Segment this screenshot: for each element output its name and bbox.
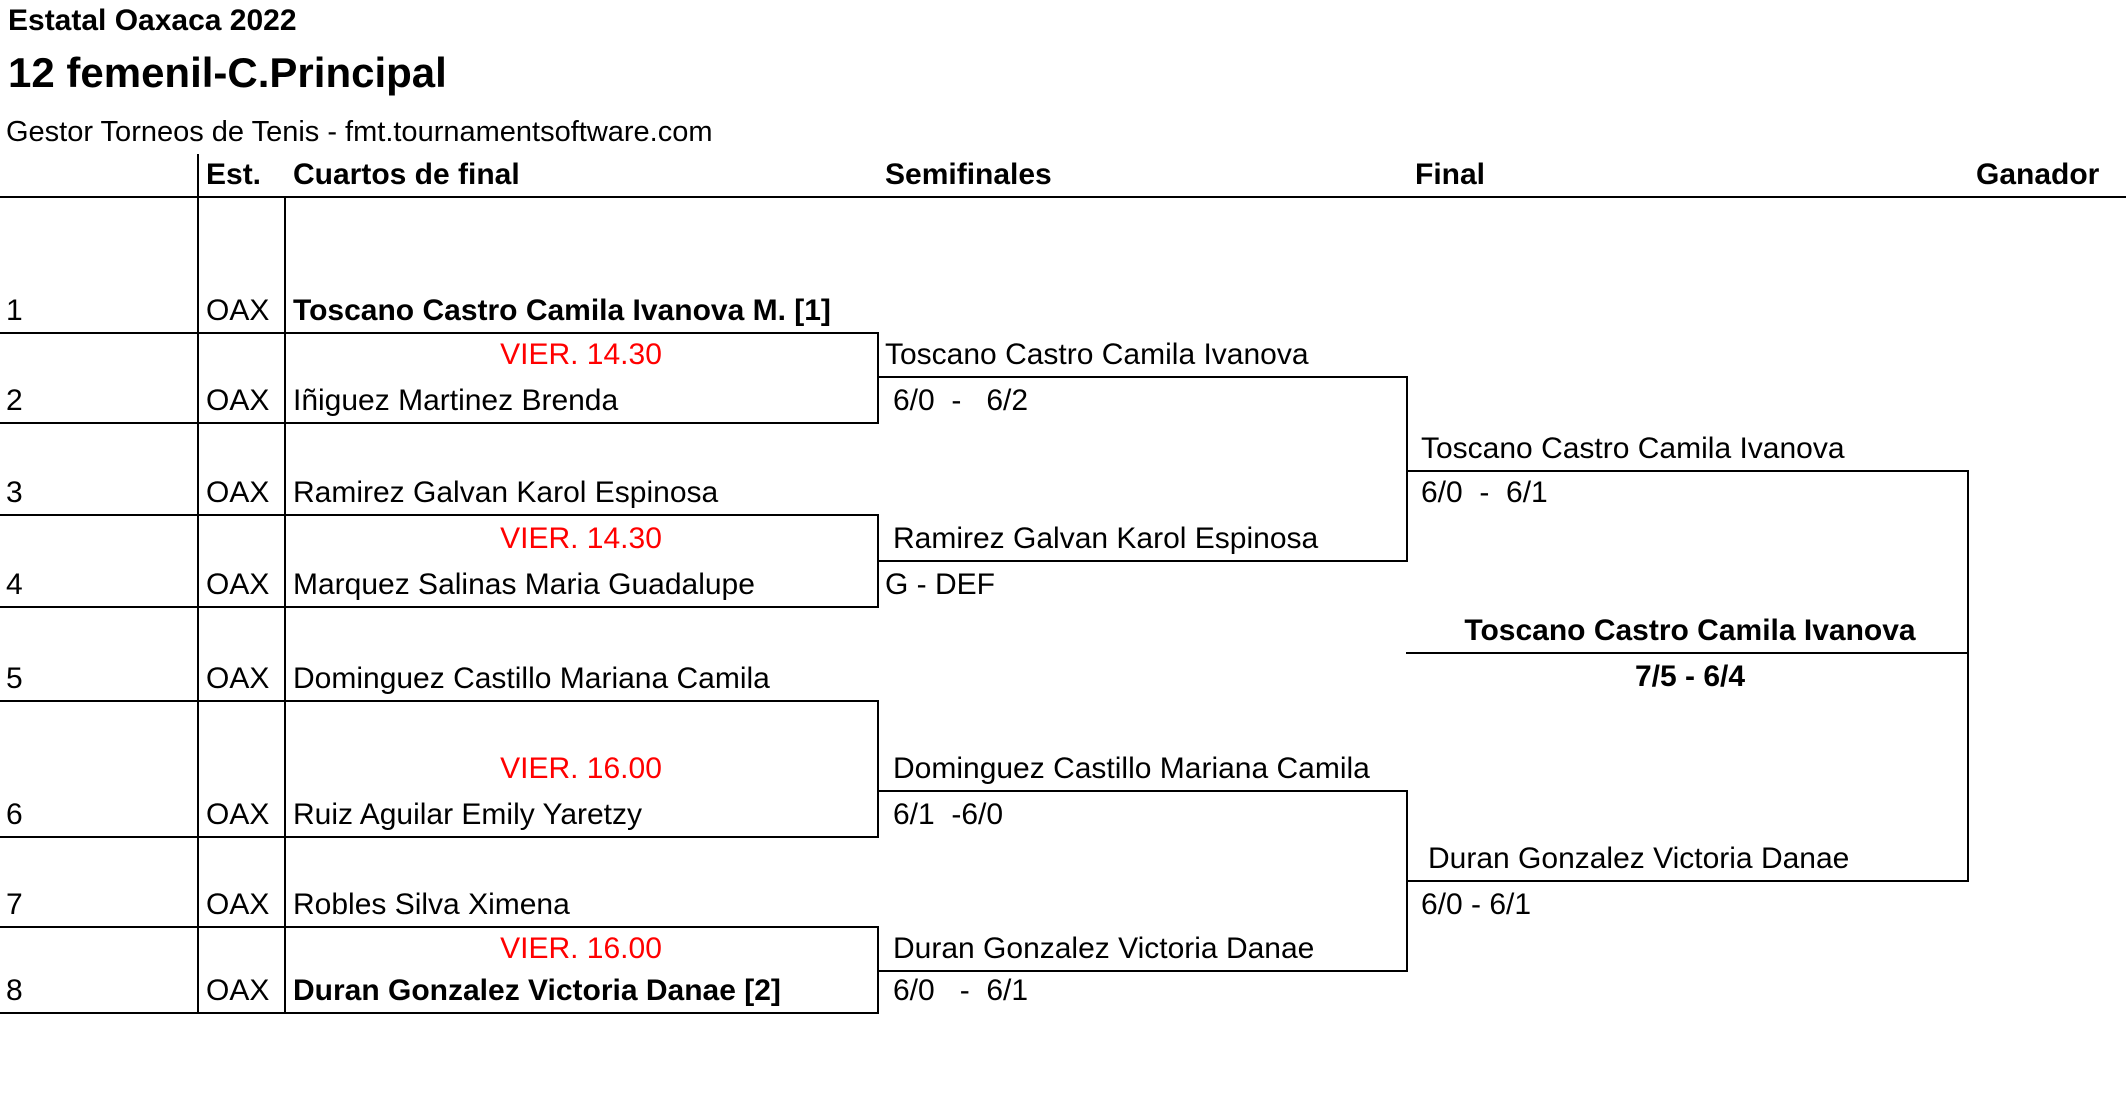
entry-state: OAX [206,384,270,417]
col-semifinals: Semifinales [885,158,1052,191]
entry-state: OAX [206,568,270,601]
final-name: Duran Gonzalez Victoria Danae [1428,842,1850,875]
entry-state: OAX [206,798,270,831]
semifinal-score: G - DEF [885,568,995,601]
winner-name: Toscano Castro Camila Ivanova [1464,614,1916,647]
sf-line [877,970,1408,972]
final-line [1406,470,1969,472]
est-column-rule [197,154,199,1014]
semifinal-name: Dominguez Castillo Mariana Camila [893,752,1370,785]
final-score: 6/0 - 6/1 [1421,888,1532,921]
final-score: 6/0 - 6/1 [1421,476,1548,509]
winner-score: 7/5 - 6/4 [1634,660,1746,693]
col-final: Final [1415,158,1486,191]
entry-number: 3 [6,476,23,509]
row-rule [0,1012,879,1014]
event-title: Estatal Oaxaca 2022 [8,4,297,37]
entry-name: Duran Gonzalez Victoria Danae [2] [293,974,781,1007]
entry-name: Marquez Salinas Maria Guadalupe [293,568,755,601]
col-est: Est. [206,158,262,191]
sf-connector [1406,376,1408,562]
entry-state: OAX [206,294,270,327]
final-connector [1967,470,1969,882]
row-rule [0,514,879,516]
match-schedule: VIER. 16.00 [500,932,662,965]
source-line: Gestor Torneos de Tenis - fmt.tournament… [6,116,713,148]
semifinal-score: 6/1 -6/0 [893,798,1004,831]
semifinal-score: 6/0 - 6/2 [893,384,1029,417]
semifinal-score: 6/0 - 6/1 [893,974,1029,1007]
entry-state: OAX [206,662,270,695]
entry-name: Toscano Castro Camila Ivanova M. [1] [293,294,831,327]
entry-number: 1 [6,294,23,327]
sf-line [877,560,1408,562]
draw-title: 12 femenil-C.Principal [8,49,447,96]
row-rule [0,422,879,424]
entry-name: Dominguez Castillo Mariana Camila [293,662,770,695]
winner-line [1406,652,1969,654]
entry-number: 2 [6,384,23,417]
entry-number: 5 [6,662,23,695]
row-rule [0,332,879,334]
qf-connector [877,332,879,424]
sf-line [877,790,1408,792]
entry-number: 6 [6,798,23,831]
entry-state: OAX [206,974,270,1007]
semifinal-name: Duran Gonzalez Victoria Danae [893,932,1315,965]
semifinal-name: Ramirez Galvan Karol Espinosa [893,522,1319,555]
entry-number: 7 [6,888,23,921]
match-schedule: VIER. 14.30 [500,522,662,555]
final-name: Toscano Castro Camila Ivanova [1421,432,1845,465]
semifinal-name: Toscano Castro Camila Ivanova [885,338,1309,371]
entry-name: Ramirez Galvan Karol Espinosa [293,476,719,509]
row-rule [0,606,879,608]
col-winner: Ganador [1976,158,2100,191]
entry-number: 4 [6,568,23,601]
entry-name: Ruiz Aguilar Emily Yaretzy [293,798,643,831]
sf-line [877,376,1408,378]
final-line [1406,880,1969,882]
col-quarterfinals: Cuartos de final [293,158,520,191]
entry-name: Iñiguez Martinez Brenda [293,384,619,417]
match-schedule: VIER. 16.00 [500,752,662,785]
row-rule [0,700,879,702]
entry-name: Robles Silva Ximena [293,888,570,921]
match-schedule: VIER. 14.30 [500,338,662,371]
row-rule [0,926,879,928]
qf-connector [877,700,879,838]
entry-state: OAX [206,888,270,921]
header-rule [0,196,2126,198]
entry-state: OAX [206,476,270,509]
row-rule [0,836,879,838]
entry-number: 8 [6,974,23,1007]
